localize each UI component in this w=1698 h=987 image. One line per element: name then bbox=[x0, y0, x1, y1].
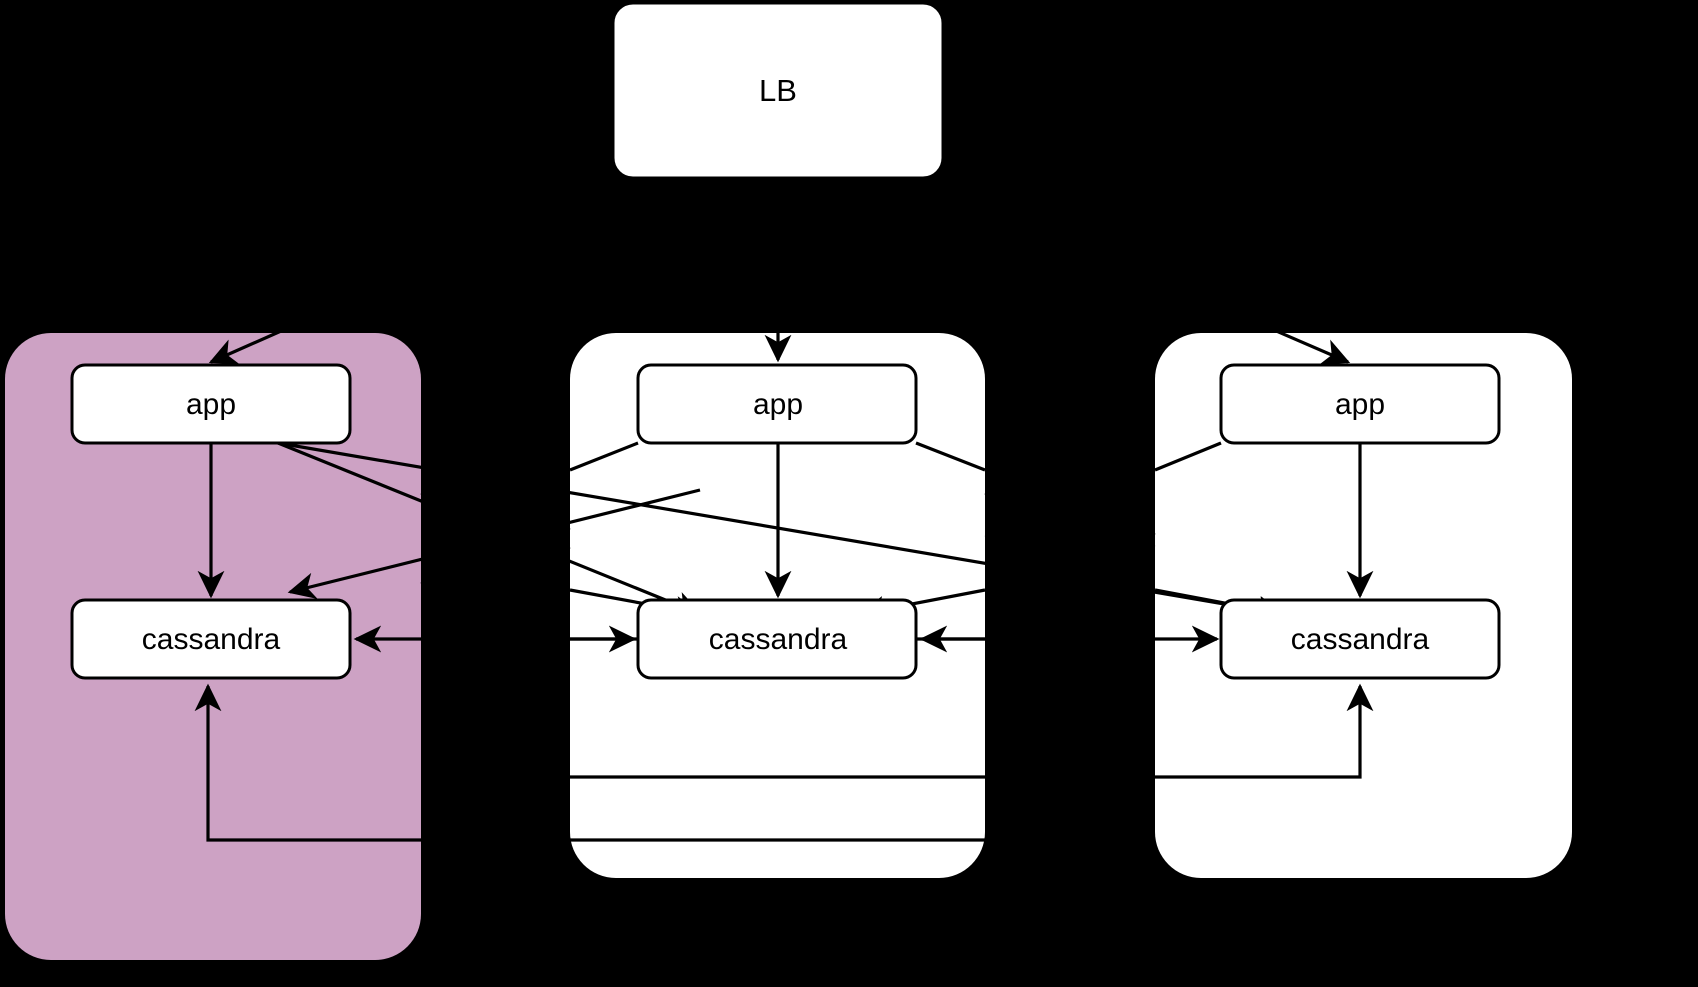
app-right-box[interactable] bbox=[1219, 363, 1501, 445]
edge-bottom-to-cassandra-right bbox=[1155, 683, 1374, 779]
cassandra-right-box[interactable] bbox=[1219, 598, 1501, 680]
cassandra-left-box[interactable] bbox=[70, 598, 352, 680]
edge-bottom-to-cassandra-left bbox=[194, 683, 985, 842]
lb-node-box[interactable] bbox=[611, 1, 945, 180]
lb-node-label: LB bbox=[759, 73, 797, 108]
edge-lb-to-app-right-lead bbox=[942, 176, 1217, 307]
edge-app-right-outgoing-left bbox=[1154, 441, 1222, 472]
app-right-label: app bbox=[1335, 388, 1385, 421]
edge-app-left-outgoing bbox=[277, 441, 703, 617]
edge-lb-to-app-left-lead bbox=[339, 176, 614, 307]
app-middle-label: app bbox=[753, 388, 803, 421]
edge-app-middle-outgoing-right bbox=[915, 441, 986, 472]
edge-lb-to-app-left bbox=[208, 303, 341, 365]
cassandra-middle-label: cassandra bbox=[709, 623, 848, 656]
cassandra-middle-box[interactable] bbox=[636, 598, 918, 680]
app-left-box[interactable] bbox=[70, 363, 352, 445]
edge-gap-middle-to-right bbox=[984, 533, 1156, 549]
cassandra-right-label: cassandra bbox=[1291, 623, 1430, 656]
edge-gap-right-to-middle bbox=[984, 491, 1156, 537]
app-left-label: app bbox=[186, 388, 236, 421]
edge-gap-left-to-middle-upper bbox=[420, 491, 571, 532]
edge-lb-to-app-right bbox=[1215, 303, 1351, 365]
edge-app-middle-to-cassandra-left bbox=[287, 488, 701, 599]
edge-gap-middle-to-left-lower bbox=[420, 545, 571, 586]
edge-app-middle-outgoing-left bbox=[569, 441, 639, 472]
app-middle-box[interactable] bbox=[636, 363, 918, 445]
edge-app-left-outgoing-2 bbox=[277, 441, 1286, 624]
cassandra-left-label: cassandra bbox=[142, 623, 281, 656]
